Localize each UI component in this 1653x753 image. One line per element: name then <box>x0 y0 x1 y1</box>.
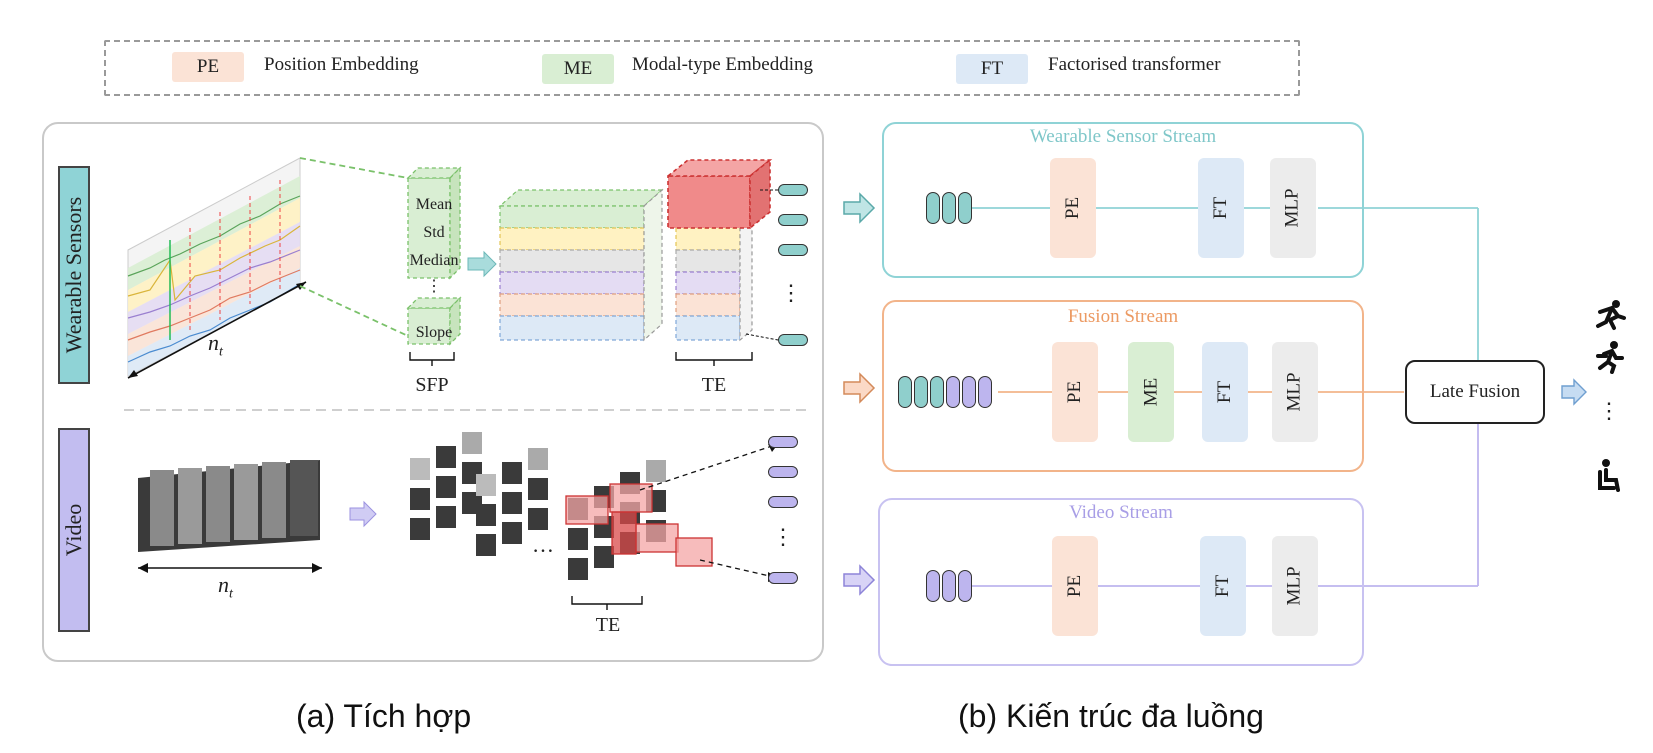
sensor-mlp-block: MLP <box>1270 158 1316 258</box>
sensor-token <box>778 244 808 256</box>
video-frame-strip <box>138 460 320 552</box>
fusion-ft-block: FT <box>1202 342 1248 442</box>
falling-person-icon <box>1596 300 1626 330</box>
fusion-mlp-block: MLP <box>1272 342 1318 442</box>
feature-std: Std <box>423 224 445 241</box>
video-token <box>768 496 798 508</box>
video-pe-block: PE <box>1052 536 1098 636</box>
fusion-stream-token <box>930 376 944 408</box>
fusion-stream-token <box>962 376 976 408</box>
fusion-pe-block: PE <box>1052 342 1098 442</box>
sfp-feature-column <box>406 166 462 346</box>
sensor-token <box>778 214 808 226</box>
te-label-sensor: TE <box>701 374 727 396</box>
sfp-label: SFP <box>415 374 449 396</box>
integration-panel <box>42 122 824 662</box>
sensor-token <box>778 184 808 196</box>
legend-box <box>104 40 1300 96</box>
sensor-stream-token <box>942 192 956 224</box>
patch-ellipsis: … <box>532 532 554 557</box>
video-stream-token <box>942 570 956 602</box>
wearable-sensor-stream-title: Wearable Sensor Stream <box>1029 126 1217 147</box>
video-stream-title: Video Stream <box>1069 502 1173 523</box>
feature-slope: Slope <box>415 324 453 341</box>
video-stream <box>878 498 1364 666</box>
sensor-stream-token <box>926 192 940 224</box>
legend-pe-label: Position Embedding <box>264 54 419 75</box>
sensor-pe-block: PE <box>1050 158 1096 258</box>
te-label-video: TE <box>595 614 621 636</box>
fusion-me-block: ME <box>1128 342 1174 442</box>
video-te-tubelets <box>565 483 713 567</box>
legend-pe-chip: PE <box>172 52 244 82</box>
nt-label-video: nt <box>218 572 233 602</box>
te-cube <box>665 158 773 342</box>
sensor-token-ellipsis: ⋮ <box>780 280 802 305</box>
fusion-stream <box>882 300 1364 472</box>
legend-ft-chip: FT <box>956 54 1028 84</box>
sensor-signal-plot <box>127 157 301 377</box>
legend-me-chip: ME <box>542 54 614 84</box>
nt-label-sensor: nt <box>208 330 223 360</box>
sitting-person-icon <box>1598 459 1620 492</box>
feature-cube <box>498 188 664 342</box>
feature-mean: Mean <box>415 196 453 213</box>
legend-ft-label: Factorised transformer <box>1048 54 1221 75</box>
video-token <box>768 466 798 478</box>
video-label-bar: Video <box>58 428 90 632</box>
feature-ellipsis: ⋮ <box>426 278 442 295</box>
late-fusion-box: Late Fusion <box>1405 360 1545 424</box>
legend-me-label: Modal-type Embedding <box>632 54 813 75</box>
fusion-stream-token <box>946 376 960 408</box>
caption-a: (a) Tích hợp <box>296 698 472 734</box>
caption-b: (b) Kiến trúc đa luồng <box>958 698 1264 734</box>
sensor-token <box>778 334 808 346</box>
fusion-stream-title: Fusion Stream <box>1067 306 1179 327</box>
fusion-stream-token <box>898 376 912 408</box>
wearable-sensors-label-bar: Wearable Sensors <box>58 166 90 384</box>
feature-median: Median <box>409 252 459 269</box>
fusion-stream-token <box>914 376 928 408</box>
video-mlp-block: MLP <box>1272 536 1318 636</box>
output-ellipsis: ⋮ <box>1598 398 1620 423</box>
video-stream-token <box>926 570 940 602</box>
fusion-stream-token <box>978 376 992 408</box>
sensor-ft-block: FT <box>1198 158 1244 258</box>
nt-arrow-sensor <box>127 281 307 379</box>
wearable-sensor-stream <box>882 122 1364 278</box>
video-token-ellipsis: ⋮ <box>772 524 794 549</box>
running-person-icon <box>1596 341 1624 374</box>
video-stream-token <box>958 570 972 602</box>
video-token <box>768 436 798 448</box>
video-token <box>768 572 798 584</box>
video-ft-block: FT <box>1200 536 1246 636</box>
sensor-stream-token <box>958 192 972 224</box>
